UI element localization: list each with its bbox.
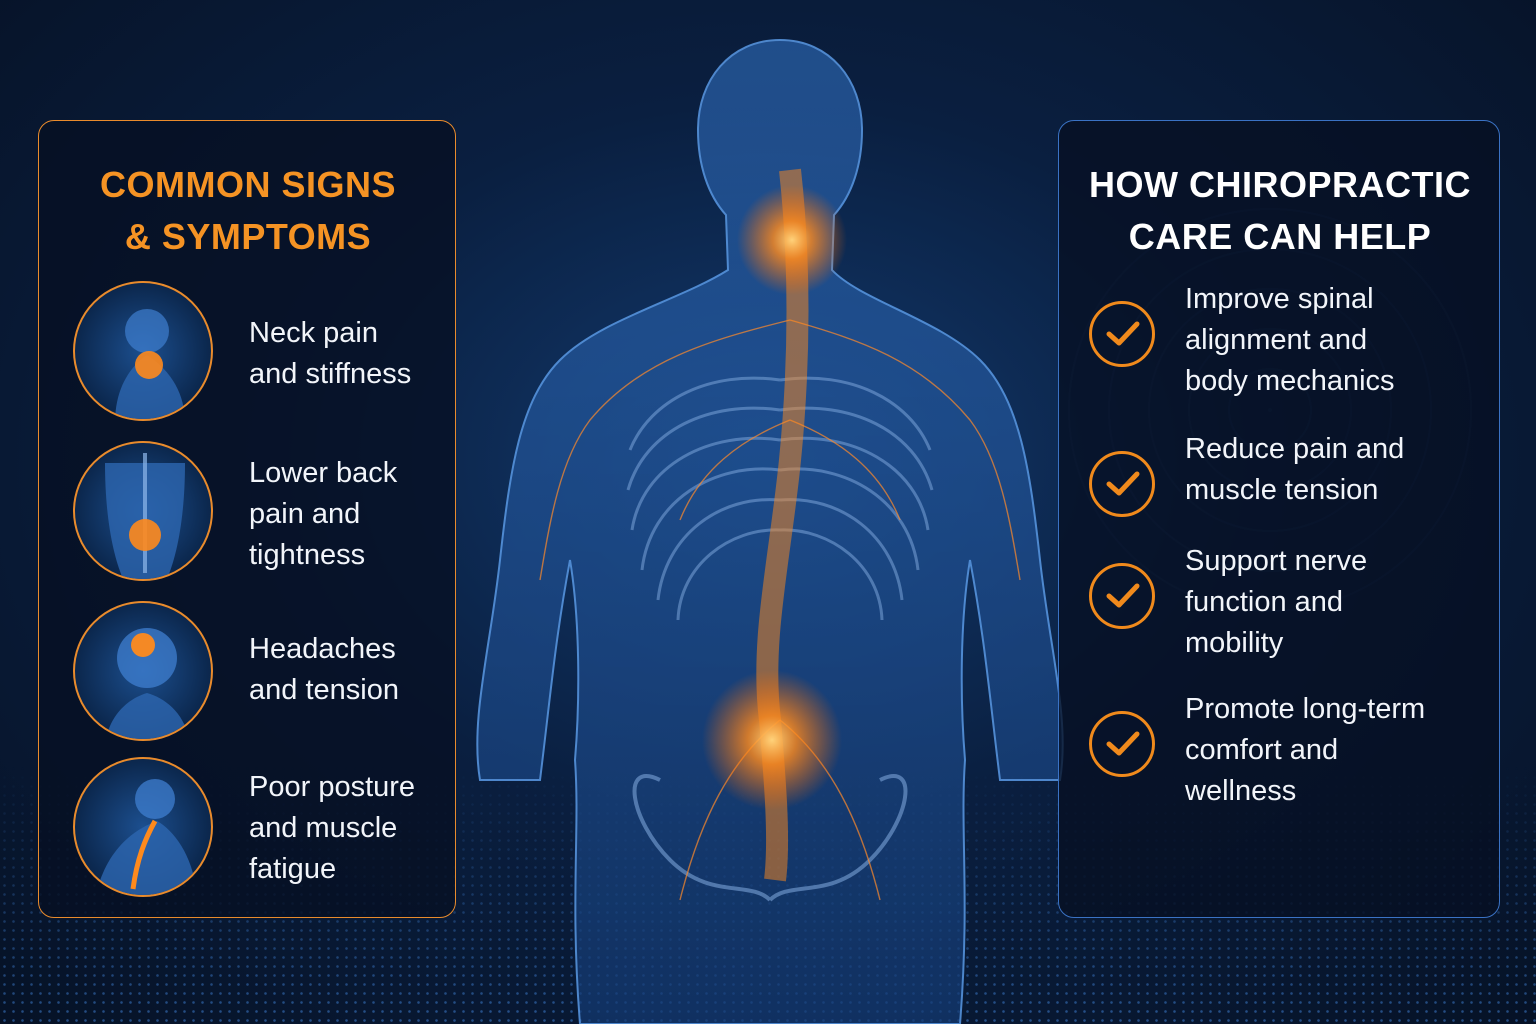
- symptom-text-posture: Poor posture and muscle fatigue: [249, 767, 415, 890]
- symptoms-title-line-1: COMMON SIGNS: [99, 164, 396, 205]
- benefit-text-pain: Reduce pain and muscle tension: [1185, 429, 1404, 511]
- benefit-pain-line-2: muscle tension: [1185, 474, 1379, 506]
- benefit-text-alignment: Improve spinal alignment and body mechan…: [1185, 279, 1395, 402]
- benefits-title: HOW CHIROPRACTIC CARE CAN HELP: [1059, 159, 1501, 263]
- posture-icon: [73, 757, 213, 897]
- symptom-posture-line-2: and muscle: [249, 812, 398, 844]
- spine-anatomy-illustration: [476, 38, 1064, 1024]
- symptom-back-line-1: Lower back: [249, 457, 398, 489]
- symptoms-title: COMMON SIGNS & SYMPTOMS: [39, 159, 457, 263]
- benefit-alignment-line-3: body mechanics: [1185, 365, 1395, 397]
- headache-icon: [73, 601, 213, 741]
- benefit-text-nerve: Support nerve function and mobility: [1185, 541, 1367, 664]
- symptom-headache-line-2: and tension: [249, 674, 399, 706]
- symptom-neck-line-1: Neck pain: [249, 317, 378, 349]
- symptom-back-line-2: pain and: [249, 498, 361, 530]
- symptoms-panel: COMMON SIGNS & SYMPTOMS Neck pain and st…: [38, 120, 456, 918]
- checkmark-icon: [1089, 301, 1155, 367]
- symptom-text-headache: Headaches and tension: [249, 629, 399, 711]
- benefit-alignment-line-2: alignment and: [1185, 324, 1368, 356]
- symptom-neck-line-2: and stiffness: [249, 358, 412, 390]
- symptom-posture-line-3: fatigue: [249, 853, 337, 885]
- symptom-item-headache: Headaches and tension: [73, 601, 443, 741]
- benefits-title-line-1: HOW CHIROPRACTIC: [1089, 164, 1471, 205]
- symptom-headache-line-1: Headaches: [249, 633, 396, 665]
- symptom-text-neck: Neck pain and stiffness: [249, 313, 411, 395]
- checkmark-icon: [1089, 451, 1155, 517]
- benefit-wellness-line-2: comfort and: [1185, 734, 1339, 766]
- checkmark-icon: [1089, 563, 1155, 629]
- pelvis: [632, 774, 908, 902]
- neck-glow: [737, 185, 847, 295]
- body-silhouette: [476, 38, 1064, 1024]
- benefit-wellness-line-3: wellness: [1185, 775, 1297, 807]
- benefit-pain-line-1: Reduce pain and: [1185, 433, 1405, 465]
- benefit-text-wellness: Promote long-term comfort and wellness: [1185, 689, 1425, 812]
- symptoms-title-line-2: & SYMPTOMS: [124, 216, 372, 257]
- symptom-item-lower-back: Lower back pain and tightness: [73, 441, 443, 581]
- benefit-alignment-line-1: Improve spinal: [1185, 283, 1374, 315]
- checkmark-icon: [1089, 711, 1155, 777]
- benefits-panel: HOW CHIROPRACTIC CARE CAN HELP Improve s…: [1058, 120, 1500, 918]
- symptom-item-neck: Neck pain and stiffness: [73, 281, 443, 421]
- symptom-posture-line-1: Poor posture: [249, 771, 416, 803]
- benefits-title-line-2: CARE CAN HELP: [1128, 216, 1432, 257]
- symptom-item-posture: Poor posture and muscle fatigue: [73, 757, 443, 897]
- lower-back-icon: [73, 441, 213, 581]
- symptom-back-line-3: tightness: [249, 539, 366, 571]
- benefit-nerve-line-3: mobility: [1185, 627, 1284, 659]
- benefit-wellness-line-1: Promote long-term: [1185, 693, 1426, 725]
- lower-back-glow: [702, 670, 842, 810]
- benefit-nerve-line-2: function and: [1185, 586, 1344, 618]
- neck-pain-icon: [73, 281, 213, 421]
- benefit-nerve-line-1: Support nerve: [1185, 545, 1368, 577]
- symptom-text-lower-back: Lower back pain and tightness: [249, 453, 397, 576]
